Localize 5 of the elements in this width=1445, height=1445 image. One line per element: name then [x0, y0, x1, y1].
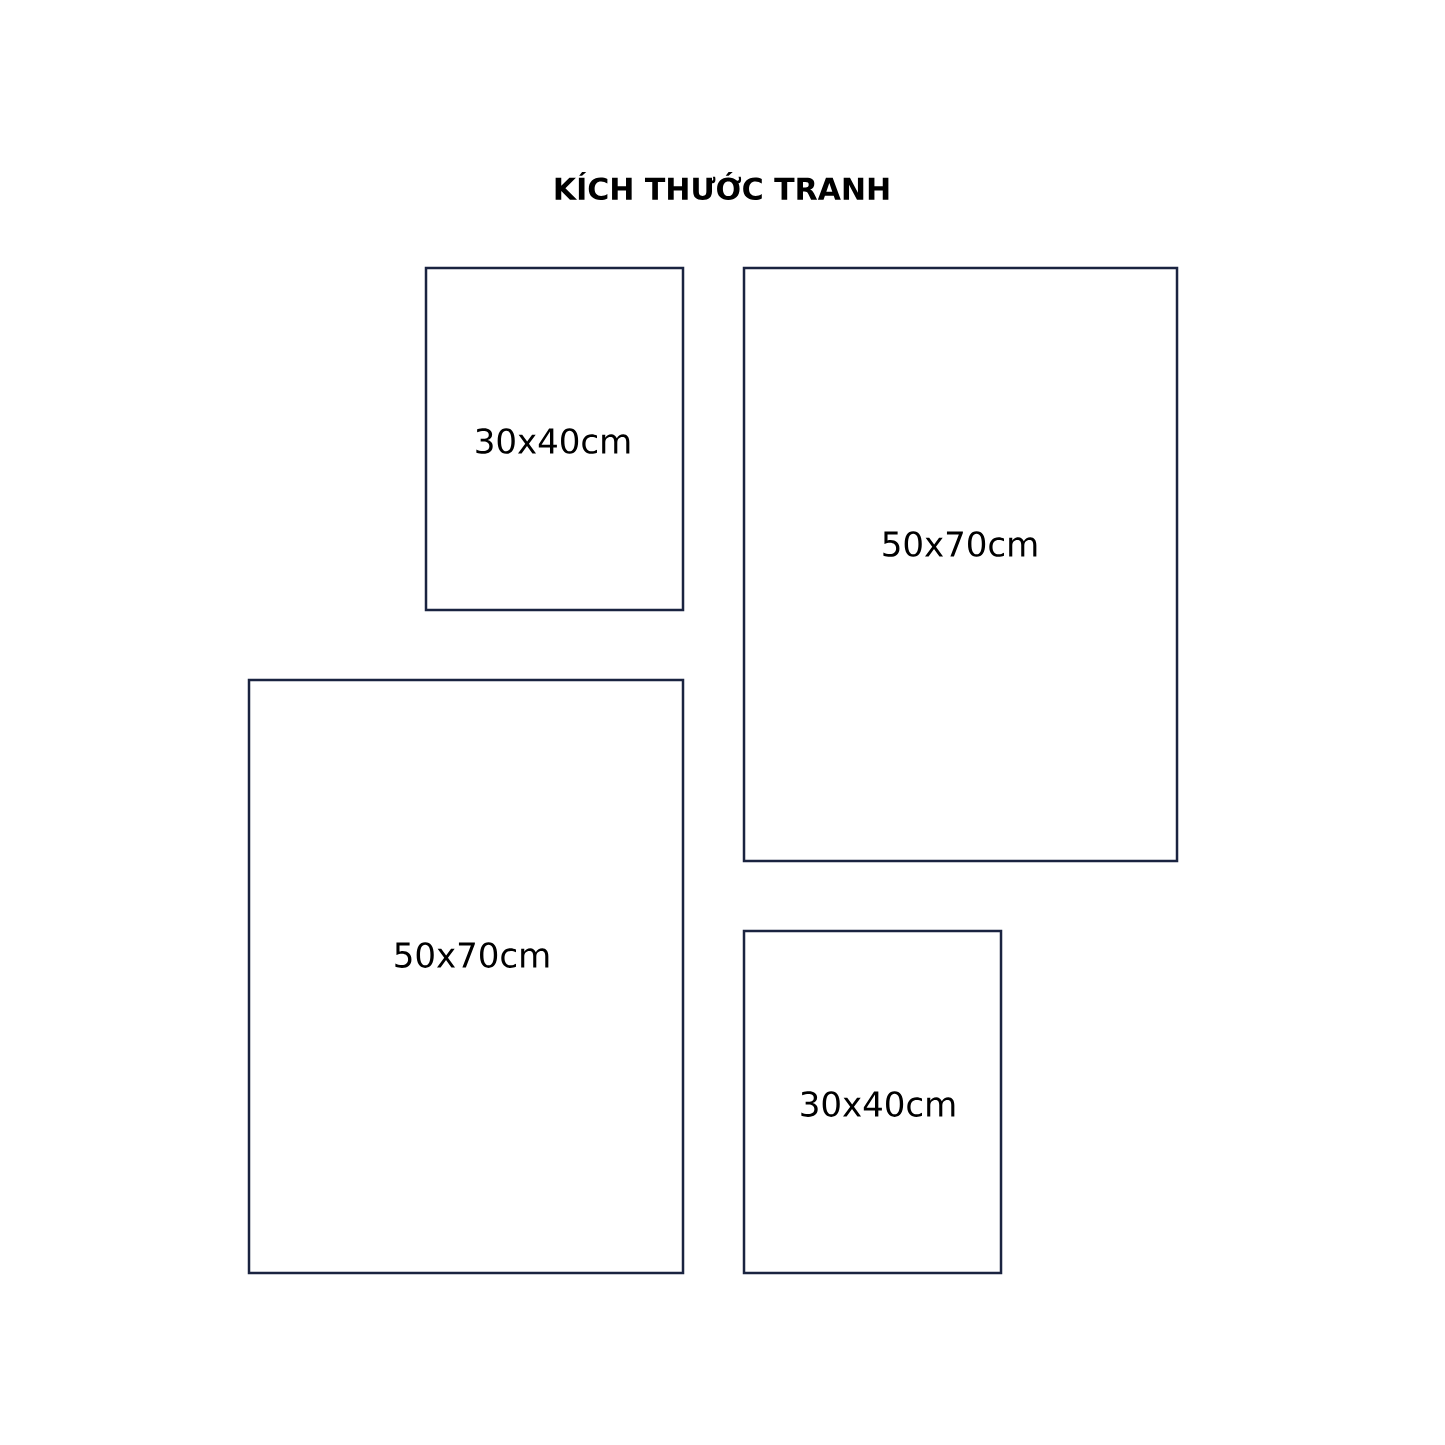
size-box: 50x70cm — [247, 678, 685, 1275]
size-box: 30x40cm — [742, 929, 1003, 1275]
title: KÍCH THƯỚC TRANH — [555, 171, 889, 201]
size-box: 30x40cm — [424, 266, 685, 612]
size-box: 50x70cm — [742, 266, 1179, 863]
